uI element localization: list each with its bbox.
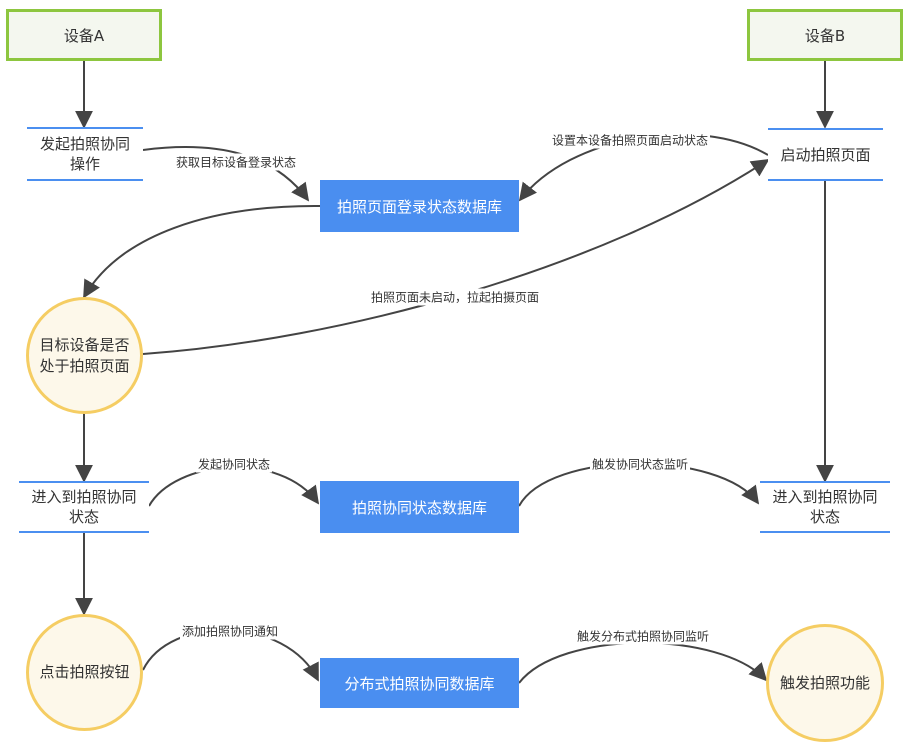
arrow-logindb-to-check — [83, 204, 321, 299]
edge-label-trigger-distributed: 触发分布式拍照协同监听 — [574, 627, 712, 645]
arrow-distdb-to-trigger — [518, 641, 768, 684]
edge-label-start-collab: 发起协同状态 — [195, 455, 273, 473]
database-collab-state-label: 拍照协同状态数据库 — [351, 498, 487, 517]
device-b-label: 设备B — [804, 26, 846, 45]
database-login-state-label: 拍照页面登录状态数据库 — [336, 197, 502, 216]
action-click-button: 点击拍照按钮 — [26, 614, 143, 731]
step-initiate-line1: 发起拍照协同 — [39, 135, 130, 153]
action-trigger-camera-label: 触发拍照功能 — [779, 673, 870, 692]
step-enter-b-line1: 进入到拍照协同 — [772, 488, 878, 506]
device-b-box: 设备B — [747, 9, 903, 61]
decision-line2: 处于拍照页面 — [39, 356, 130, 375]
step-initiate-collab: 发起拍照协同 操作 — [27, 127, 143, 181]
step-enter-a-line2: 状态 — [68, 508, 99, 526]
decision-check-page: 目标设备是否 处于拍照页面 — [26, 297, 143, 414]
database-distributed: 分布式拍照协同数据库 — [320, 658, 519, 708]
edge-label-trigger-listen: 触发协同状态监听 — [589, 455, 691, 473]
step-launch-camera: 启动拍照页面 — [768, 128, 883, 181]
device-a-label: 设备A — [63, 26, 105, 45]
device-a-box: 设备A — [6, 9, 162, 61]
action-click-button-label: 点击拍照按钮 — [39, 663, 130, 681]
edge-label-add-notice: 添加拍照协同通知 — [179, 622, 281, 640]
step-enter-collab-a: 进入到拍照协同 状态 — [19, 481, 149, 533]
database-collab-state: 拍照协同状态数据库 — [320, 481, 519, 533]
edge-label-set-state: 设置本设备拍照页面启动状态 — [549, 131, 711, 149]
step-enter-b-line2: 状态 — [809, 508, 840, 526]
database-distributed-label: 分布式拍照协同数据库 — [344, 674, 495, 693]
step-enter-collab-b: 进入到拍照协同 状态 — [760, 481, 890, 533]
edge-label-get-login: 获取目标设备登录状态 — [173, 153, 299, 171]
action-trigger-camera: 触发拍照功能 — [766, 624, 884, 742]
step-enter-a-line1: 进入到拍照协同 — [31, 488, 137, 506]
step-initiate-line2: 操作 — [69, 155, 100, 173]
edge-label-not-started: 拍照页面未启动，拉起拍摄页面 — [368, 288, 542, 306]
decision-line1: 目标设备是否 — [39, 335, 130, 354]
database-login-state: 拍照页面登录状态数据库 — [320, 180, 519, 232]
step-launch-camera-label: 启动拍照页面 — [780, 145, 871, 164]
arrow-enterA-to-collabdb — [148, 466, 320, 507]
